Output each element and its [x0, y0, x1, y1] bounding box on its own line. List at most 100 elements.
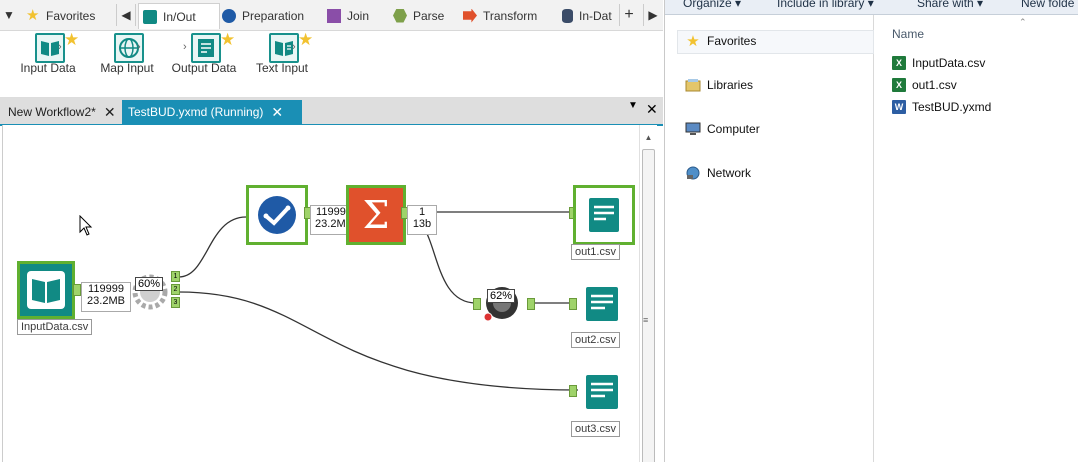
tool-label: Input Data [20, 61, 76, 75]
output-anchor[interactable] [73, 284, 81, 296]
tool-output-data[interactable]: › ★ Output Data [164, 31, 244, 97]
tab-label: Transform [483, 8, 538, 23]
file-row[interactable]: W TestBUD.yxmd [892, 98, 991, 116]
output-doc-icon [586, 375, 618, 409]
tab-join[interactable]: Join [327, 3, 369, 28]
out3-output-node[interactable] [579, 370, 625, 414]
out1-output-node[interactable] [573, 185, 635, 245]
computer-icon [685, 121, 701, 137]
share-with-button[interactable]: Share with ▾ [917, 0, 983, 10]
input-anchor[interactable] [569, 298, 577, 310]
scroll-left-icon[interactable]: ◀ [116, 4, 136, 26]
organize-button[interactable]: Organize ▾ [683, 0, 741, 10]
tab-label: Preparation [242, 8, 305, 23]
output-anchor[interactable] [527, 298, 535, 310]
record-size: 23.2MB [87, 295, 125, 307]
favorite-star-icon[interactable]: ★ [64, 30, 80, 49]
tab-parse[interactable]: Parse [393, 3, 444, 28]
chevron-right-icon: › [137, 41, 141, 53]
transform-icon [463, 8, 477, 23]
star-icon: ★ [686, 33, 700, 50]
square-icon [327, 8, 341, 23]
tab-new-workflow[interactable]: New Workflow2* ✕ [8, 100, 116, 124]
record-size: 13b [412, 218, 432, 230]
nav-item-network[interactable]: Network [685, 163, 751, 183]
record-count: 1 [418, 206, 426, 218]
explorer-command-bar: Organize ▾ Include in library ▾ Share wi… [665, 0, 1078, 15]
sigma-icon: Σ [363, 193, 390, 237]
tool-map-input[interactable]: › Map Input [87, 31, 167, 97]
tab-transform[interactable]: Transform [463, 3, 537, 28]
button-label: Share with [917, 0, 974, 10]
star-icon: ★ [26, 6, 40, 24]
output-anchors[interactable]: 1 2 3 [171, 271, 180, 308]
output-doc-icon [191, 33, 221, 63]
tab-label: Join [347, 8, 370, 23]
favorite-star-icon[interactable]: ★ [220, 30, 236, 49]
nav-label: Computer [707, 122, 760, 136]
grip-icon: ≡ [643, 315, 649, 325]
record-count: 119999 [88, 283, 124, 295]
favorite-star-icon[interactable]: ★ [298, 30, 314, 49]
hexagon-icon [393, 8, 407, 23]
input-data-node[interactable] [17, 261, 75, 319]
anchor-3[interactable]: 3 [171, 297, 180, 308]
nav-item-libraries[interactable]: Libraries [685, 75, 753, 95]
record-size: 23.2MB [315, 218, 353, 230]
column-header-name[interactable]: Name [892, 27, 925, 41]
out1-label: out1.csv [571, 244, 620, 260]
close-icon[interactable]: ✕ [103, 103, 116, 120]
file-name: InputData.csv [912, 56, 986, 70]
tab-favorites[interactable]: ★ Favorites [26, 3, 95, 28]
out3-label: out3.csv [571, 421, 620, 437]
folder-icon [143, 9, 157, 24]
progress-percent: 60% [135, 277, 164, 291]
tab-preparation[interactable]: Preparation [222, 3, 304, 28]
file-list-pane: Name ⌃ X InputData.csv X out1.csv W Test… [874, 15, 1078, 462]
file-row[interactable]: X out1.csv [892, 76, 957, 94]
text-book-icon [269, 33, 299, 63]
chevron-right-icon: › [183, 41, 187, 53]
globe-icon [114, 33, 144, 63]
add-tab-button[interactable]: + [619, 4, 638, 26]
tab-list-dropdown-icon[interactable]: ▼ [628, 100, 638, 111]
tool-input-data[interactable]: › ★ Input Data [8, 31, 88, 97]
anchor-2[interactable]: 2 [171, 284, 180, 295]
input-anchor[interactable] [569, 385, 577, 397]
new-folder-button[interactable]: New folde [1021, 0, 1075, 10]
tab-label: TestBUD.yxmd (Running) [128, 105, 264, 119]
workflow-file-icon: W [892, 100, 906, 114]
anchor-1[interactable]: 1 [171, 271, 180, 282]
scroll-up-icon[interactable]: ▲ [644, 132, 653, 142]
out2-output-node[interactable] [579, 282, 625, 326]
excel-file-icon: X [892, 56, 906, 70]
tab-testbud[interactable]: TestBUD.yxmd (Running) ✕ [122, 100, 302, 124]
include-in-library-button[interactable]: Include in library ▾ [777, 0, 874, 10]
close-pane-icon[interactable]: ✕ [646, 101, 658, 117]
book-icon [35, 33, 65, 63]
close-icon[interactable]: ✕ [271, 103, 284, 120]
select-tool-node[interactable] [246, 185, 308, 245]
scrollbar-thumb[interactable] [642, 149, 655, 462]
vertical-scrollbar[interactable]: ▲ ≡ [639, 125, 657, 462]
tool-category-bar: ▼ ★ Favorites ◀ In/Out Preparation Join … [0, 0, 663, 31]
dropdown-arrow-icon[interactable]: ▼ [3, 8, 15, 22]
tab-label: In/Out [163, 9, 196, 24]
workflow-canvas[interactable]: InputData.csv 119999 23.2MB 60% 1 2 3 11… [2, 125, 639, 462]
nav-item-computer[interactable]: Computer [685, 119, 760, 139]
tab-in-database[interactable]: In-Dat [562, 3, 612, 28]
scroll-right-icon[interactable]: ▶ [643, 4, 662, 26]
summarize-tool-node[interactable]: Σ [346, 185, 406, 245]
tool-text-input[interactable]: › ★ Text Input [242, 31, 322, 97]
nav-item-favorites[interactable]: ★ Favorites [685, 31, 756, 51]
summarize-record-stat: 1 13b [407, 205, 437, 235]
tab-label: New Workflow2* [8, 105, 96, 119]
tab-label: Parse [413, 8, 445, 23]
tab-in-out[interactable]: In/Out [138, 3, 220, 29]
tool-label: Text Input [255, 61, 309, 75]
excel-file-icon: X [892, 78, 906, 92]
tool-label: Output Data [171, 61, 237, 75]
check-circle-icon [258, 196, 296, 234]
file-row[interactable]: X InputData.csv [892, 54, 985, 72]
input-anchor[interactable] [473, 298, 481, 310]
